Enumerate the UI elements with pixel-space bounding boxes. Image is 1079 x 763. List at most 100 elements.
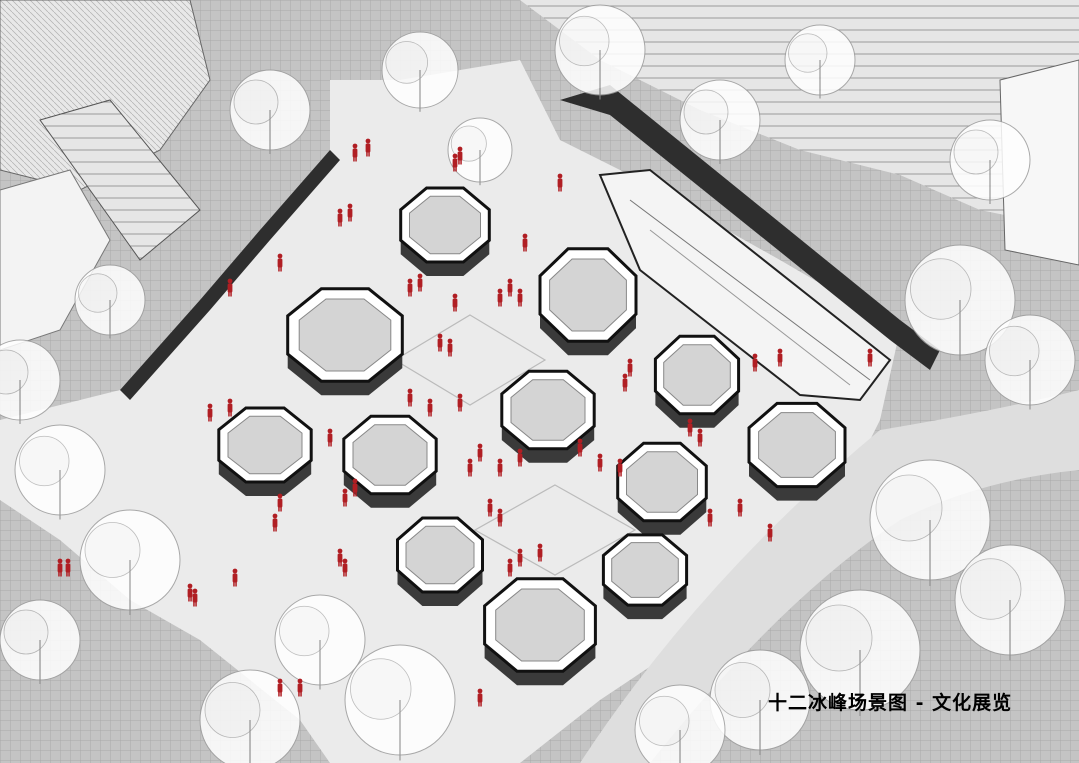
pavilions [217, 186, 847, 686]
person [277, 493, 283, 512]
left-building [0, 0, 211, 191]
person [352, 478, 358, 497]
pavilion [396, 516, 484, 606]
person [467, 458, 473, 477]
tree [984, 314, 1076, 410]
person [65, 558, 71, 577]
person [57, 558, 63, 577]
person [365, 138, 371, 157]
person [777, 348, 783, 367]
person [477, 688, 483, 707]
tree [949, 119, 1031, 204]
person [687, 418, 693, 437]
tree [904, 244, 1016, 361]
person [497, 288, 503, 307]
tree [0, 599, 81, 684]
retaining-wall [560, 85, 940, 370]
pavilion [217, 406, 313, 496]
person [752, 353, 758, 372]
person [457, 146, 463, 165]
person [497, 508, 503, 527]
tree [799, 589, 921, 716]
person [497, 458, 503, 477]
person [507, 558, 513, 577]
tree [79, 509, 181, 615]
person [187, 583, 193, 602]
pavilion [538, 247, 638, 356]
person [452, 293, 458, 312]
pavilion [342, 414, 438, 508]
person [327, 428, 333, 447]
person [627, 358, 633, 377]
person [227, 278, 233, 297]
person [232, 568, 238, 587]
person [452, 153, 458, 172]
tree [554, 4, 646, 100]
person [707, 508, 713, 527]
tree [344, 644, 456, 761]
pavilion [399, 186, 491, 276]
person [522, 233, 528, 252]
person [227, 398, 233, 417]
retaining-wall-west [120, 150, 340, 400]
tree [74, 264, 146, 339]
person [597, 453, 603, 472]
person [507, 278, 513, 297]
tree [381, 31, 459, 112]
person [537, 543, 543, 562]
tree [0, 339, 61, 424]
terraced-hill [520, 0, 1079, 230]
person [337, 548, 343, 567]
tree [709, 649, 811, 755]
person [407, 278, 413, 297]
person [192, 588, 198, 607]
person [297, 678, 303, 697]
person [517, 288, 523, 307]
people [57, 138, 873, 707]
pavilion [483, 577, 597, 686]
person [337, 208, 343, 227]
person [417, 273, 423, 292]
person [517, 548, 523, 567]
person [697, 428, 703, 447]
person [342, 558, 348, 577]
tree [199, 669, 301, 763]
tree [679, 79, 761, 164]
pavilion [747, 401, 847, 501]
person [487, 498, 493, 517]
person [207, 403, 213, 422]
pavilion [653, 334, 741, 428]
trees [0, 4, 1076, 763]
person [477, 443, 483, 462]
person [272, 513, 278, 532]
person [767, 523, 773, 542]
person [617, 458, 623, 477]
person [407, 388, 413, 407]
left-staircase [39, 99, 201, 261]
person [352, 143, 358, 162]
tree [869, 459, 991, 586]
tree [634, 684, 726, 763]
pavilion [286, 287, 404, 396]
person [347, 203, 353, 222]
tree [229, 69, 311, 154]
person [867, 348, 873, 367]
person [277, 678, 283, 697]
pavilion [601, 533, 689, 620]
tree [14, 424, 106, 520]
person [557, 173, 563, 192]
scene-caption: 十二冰峰场景图 - 文化展览 [768, 692, 1013, 714]
tree [784, 24, 856, 99]
pavilion [616, 441, 708, 535]
person [437, 333, 443, 352]
person [457, 393, 463, 412]
tree [274, 594, 366, 690]
tree [954, 544, 1066, 661]
person [342, 488, 348, 507]
person [622, 373, 628, 392]
plaza-diamond-1 [393, 314, 547, 406]
pavilion [500, 369, 596, 463]
person [517, 448, 523, 467]
